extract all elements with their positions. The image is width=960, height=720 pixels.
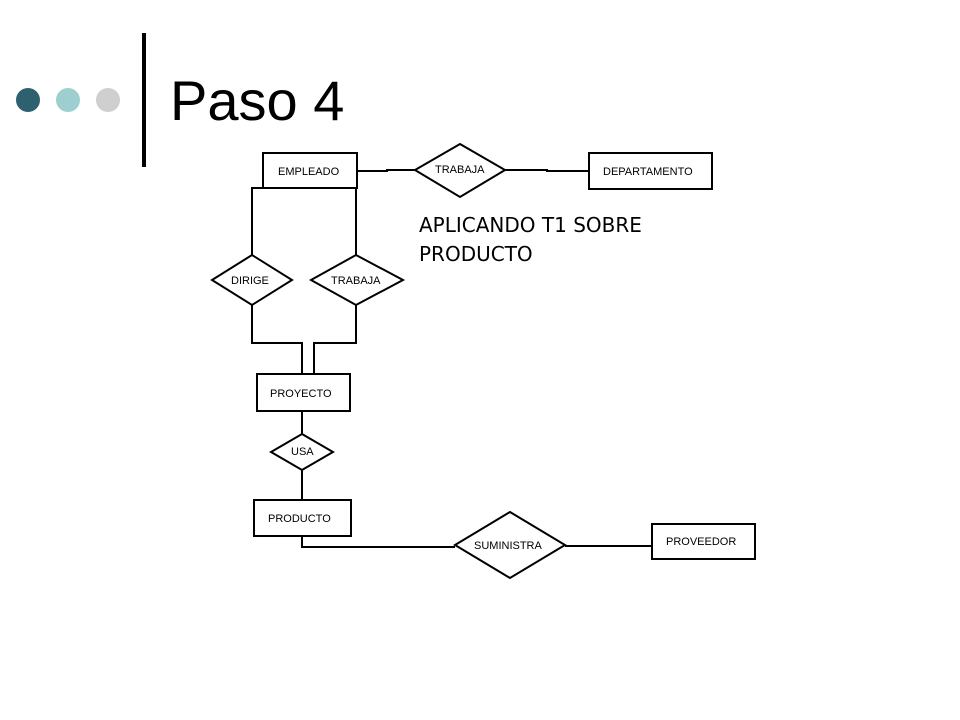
entity-producto-box: [253, 499, 352, 537]
relationship-trabaja-depto-label: TRABAJA: [435, 164, 485, 176]
title-divider: [142, 33, 146, 167]
relationship-suministra-shape: [453, 510, 567, 580]
bullet-dot-dark: [16, 88, 40, 112]
relationship-usa-shape: [269, 432, 335, 472]
entity-departamento-label: DEPARTAMENTO: [603, 166, 693, 178]
entity-departamento-box: [588, 152, 713, 190]
entity-proveedor-box: [651, 523, 756, 560]
bullet-dot-light: [56, 88, 80, 112]
relationship-trabaja-proyecto-label: TRABAJA: [331, 275, 381, 287]
annotation-line-2: PRODUCTO: [419, 242, 533, 266]
annotation: APLICANDO T1 SOBRE PRODUCTO: [419, 211, 642, 269]
bullet-dot-gray: [96, 88, 120, 112]
connector-trabaja-departamento: [505, 169, 589, 172]
connector-empleado-trabaja: [357, 169, 415, 172]
connector-dirige-proyecto: [251, 305, 303, 374]
relationship-suministra-label: SUMINISTRA: [474, 540, 543, 552]
entity-producto-label: PRODUCTO: [268, 513, 331, 525]
entity-empleado-box: [262, 152, 358, 189]
relationship-trabaja-depto-shape: [413, 142, 507, 199]
relationship-usa-label: USA: [291, 446, 314, 458]
entity-empleado-label: EMPLEADO: [278, 166, 340, 178]
relationship-dirige-shape: [210, 253, 294, 307]
annotation-line-1: APLICANDO T1 SOBRE: [419, 213, 642, 237]
connector-trabaja-proyecto: [313, 305, 357, 374]
relationship-trabaja-proyecto-shape: [308, 253, 406, 307]
entity-proveedor-label: PROVEEDOR: [666, 536, 736, 548]
slide-title: Paso 4: [170, 69, 345, 132]
connector-empleado-dirige: [251, 187, 263, 255]
connector-producto-suministra: [301, 536, 455, 548]
entity-proyecto-box: [256, 373, 351, 412]
relationship-dirige-label: DIRIGE: [231, 275, 269, 287]
entity-proyecto-label: PROYECTO: [270, 388, 332, 400]
